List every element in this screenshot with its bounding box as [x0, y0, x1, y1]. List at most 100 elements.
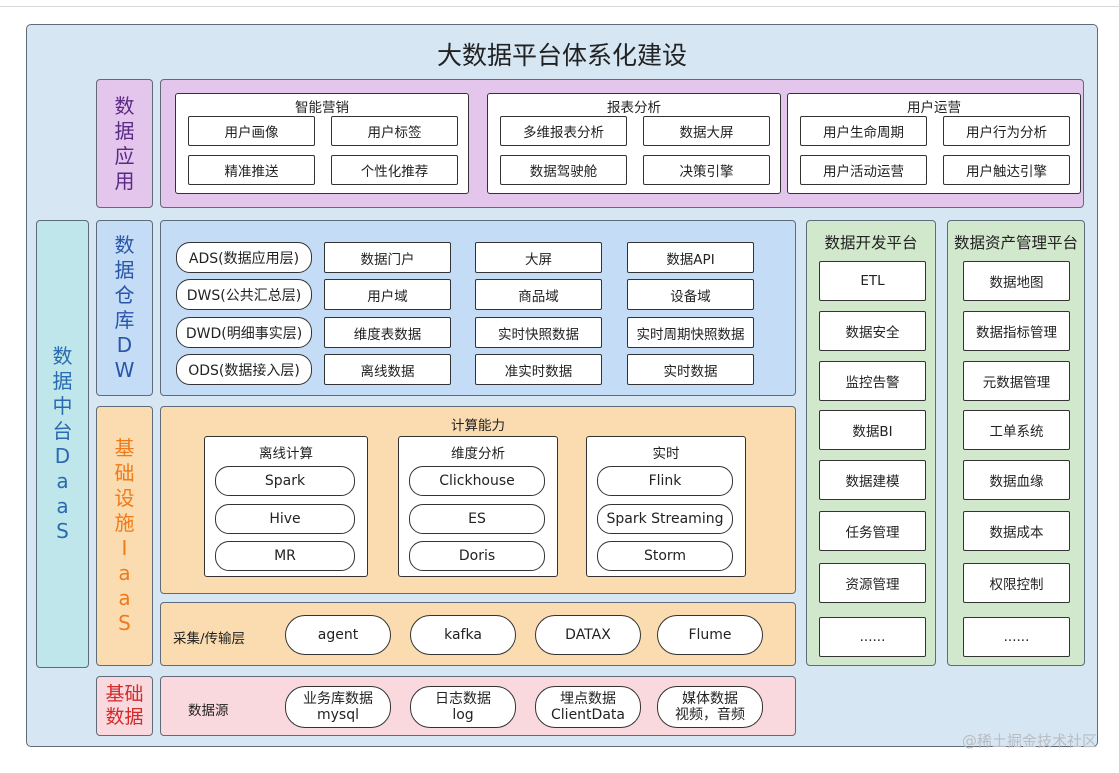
- asset-platform-item: 数据血缘: [963, 460, 1070, 500]
- app-layer-label: 数据应用: [96, 79, 153, 208]
- data-source-name: 媒体数据: [682, 691, 738, 707]
- dw-item-box: 用户域: [324, 279, 451, 310]
- dw-item-box: 大屏: [475, 242, 602, 273]
- collect-tool-pill: Flume: [657, 615, 763, 655]
- dw-item-box: 数据API: [627, 242, 754, 273]
- compute-engine-pill: Flink: [597, 466, 733, 496]
- label-char: S: [118, 611, 131, 635]
- label-char: 数: [52, 344, 73, 368]
- label-char: S: [56, 519, 69, 543]
- asset-platform-title: 数据资产管理平台: [953, 234, 1078, 252]
- base-layer-label: 基础数据: [96, 676, 153, 736]
- source-label: 数据源: [188, 703, 229, 719]
- data-source-name: 日志数据: [435, 691, 491, 707]
- app-group: 报表分析多维报表分析数据大屏数据驾驶舱决策引擎: [487, 93, 781, 194]
- app-group: 用户运营用户生命周期用户行为分析用户活动运营用户触达引擎: [787, 93, 1081, 194]
- collect-tool-pill: DATAX: [535, 615, 641, 655]
- label-char: 础: [114, 461, 135, 485]
- data-source-pill: 媒体数据视频，音频: [657, 686, 763, 728]
- data-source-type: mysql: [317, 707, 359, 723]
- asset-platform-item: 数据成本: [963, 511, 1070, 551]
- compute-engine-pill: Spark: [215, 466, 355, 496]
- label-char: 数: [114, 93, 135, 118]
- dev-platform-item: 数据BI: [819, 410, 926, 450]
- dev-platform-item: ......: [819, 617, 926, 657]
- dev-platform-title: 数据开发平台: [824, 234, 918, 252]
- app-item-box: 数据大屏: [643, 116, 770, 146]
- asset-platform-item: ......: [963, 617, 1070, 657]
- dw-item-box: 设备域: [627, 279, 754, 310]
- data-source-type: ClientData: [551, 707, 625, 723]
- compute-group-title: 离线计算: [259, 446, 313, 462]
- compute-title: 计算能力: [451, 418, 505, 434]
- compute-group-title: 实时: [652, 446, 680, 462]
- dw-item-box: 实时周期快照数据: [627, 317, 754, 348]
- label-char: 据: [114, 118, 135, 143]
- app-group-title: 智能营销: [295, 100, 349, 116]
- dw-item-box: 准实时数据: [475, 354, 602, 385]
- label-char: 基础: [105, 683, 144, 705]
- app-item-box: 个性化推荐: [331, 155, 458, 185]
- data-source-type: 视频，音频: [675, 707, 745, 723]
- compute-engine-pill: Spark Streaming: [597, 504, 733, 534]
- data-source-name: 业务库数据: [303, 691, 373, 707]
- app-group-title: 用户运营: [907, 100, 961, 116]
- dw-layer-pill: DWS(公共汇总层): [176, 279, 312, 310]
- dw-layer-pill: ODS(数据接入层): [176, 354, 312, 385]
- app-item-box: 用户画像: [188, 116, 315, 146]
- label-char: 库: [114, 308, 135, 332]
- data-source-name: 埋点数据: [560, 691, 616, 707]
- dev-platform-item: 数据安全: [819, 311, 926, 351]
- dw-item-box: 实时快照数据: [475, 317, 602, 348]
- compute-engine-pill: Storm: [597, 541, 733, 571]
- asset-platform-item: 工单系统: [963, 410, 1070, 450]
- compute-engine-pill: Clickhouse: [409, 466, 545, 496]
- dev-platform-item: 任务管理: [819, 511, 926, 551]
- collect-tool-pill: kafka: [410, 615, 516, 655]
- label-char: D: [116, 333, 133, 357]
- app-item-box: 用户行为分析: [943, 116, 1070, 146]
- app-item-box: 用户触达引擎: [943, 155, 1070, 185]
- app-group-title: 报表分析: [607, 100, 661, 116]
- dev-platform-item: ETL: [819, 261, 926, 301]
- compute-engine-pill: Hive: [215, 504, 355, 534]
- data-source-type: log: [452, 707, 474, 723]
- label-char: 基: [114, 436, 135, 460]
- label-char: W: [114, 358, 135, 382]
- compute-group-title: 维度分析: [451, 446, 505, 462]
- label-char: 应: [114, 143, 135, 168]
- label-char: D: [54, 444, 71, 468]
- collect-label: 采集/传输层: [173, 631, 246, 647]
- watermark: @稀土掘金技术社区: [961, 732, 1097, 750]
- label-char: I: [121, 536, 128, 560]
- label-char: a: [118, 561, 131, 585]
- dw-layer-pill: DWD(明细事实层): [176, 317, 312, 348]
- app-item-box: 用户生命周期: [800, 116, 927, 146]
- app-item-box: 用户标签: [331, 116, 458, 146]
- asset-platform-item: 数据指标管理: [963, 311, 1070, 351]
- label-char: 数据: [105, 706, 144, 728]
- app-item-box: 数据驾驶舱: [500, 155, 627, 185]
- app-item-box: 决策引擎: [643, 155, 770, 185]
- label-char: a: [118, 586, 131, 610]
- dev-platform-item: 资源管理: [819, 563, 926, 603]
- dw-item-box: 实时数据: [627, 354, 754, 385]
- dw-item-box: 数据门户: [324, 242, 451, 273]
- label-char: a: [56, 469, 69, 493]
- asset-platform-item: 数据地图: [963, 261, 1070, 301]
- app-item-box: 用户活动运营: [800, 155, 927, 185]
- asset-platform-item: 权限控制: [963, 563, 1070, 603]
- asset-platform-item: 元数据管理: [963, 361, 1070, 401]
- label-char: 仓: [114, 283, 135, 307]
- dev-platform-item: 监控告警: [819, 361, 926, 401]
- dev-platform-item: 数据建模: [819, 460, 926, 500]
- dw-item-box: 维度表数据: [324, 317, 451, 348]
- collect-tool-pill: agent: [285, 615, 391, 655]
